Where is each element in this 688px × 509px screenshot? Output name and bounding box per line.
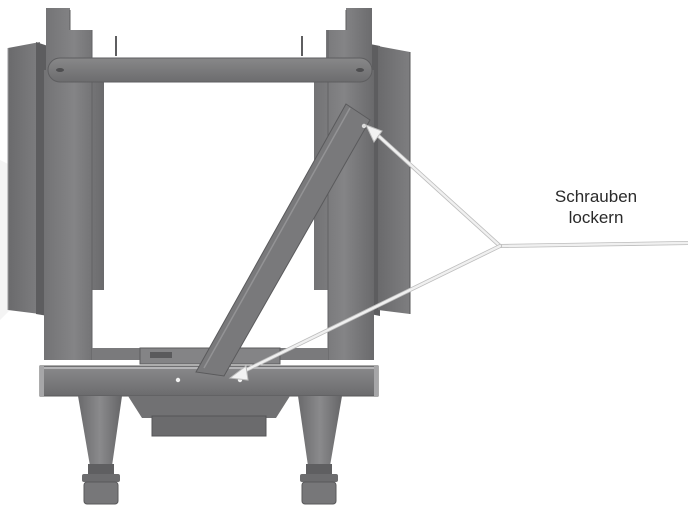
base-drawer xyxy=(128,396,290,437)
arrowhead-bottom xyxy=(228,365,249,381)
left-post xyxy=(44,8,117,360)
callout-label-line2: lockern xyxy=(568,208,624,227)
top-crossbar xyxy=(47,57,373,83)
right-side-panel xyxy=(370,44,411,316)
diagonal-brace xyxy=(195,103,371,377)
callout-label: Schrauben lockern xyxy=(540,186,652,228)
left-leg xyxy=(78,396,122,505)
callout-label-line1: Schrauben xyxy=(554,187,638,206)
right-post xyxy=(301,8,374,360)
arrowhead-top xyxy=(365,124,383,143)
left-side-panel xyxy=(7,42,48,316)
brace-top-screw xyxy=(361,123,367,129)
right-leg xyxy=(298,396,342,505)
base-screw-left xyxy=(175,377,181,383)
callout-leaders xyxy=(228,124,688,381)
